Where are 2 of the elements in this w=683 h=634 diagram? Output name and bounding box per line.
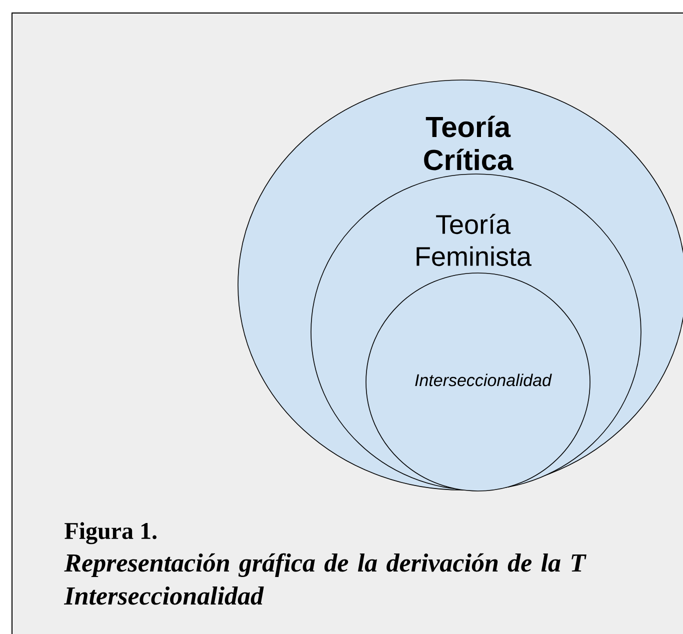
figure-caption: Representación gráfica de la derivación de la T Interseccionalidad <box>64 553 586 605</box>
figure-number: Figura 1. <box>64 522 156 544</box>
